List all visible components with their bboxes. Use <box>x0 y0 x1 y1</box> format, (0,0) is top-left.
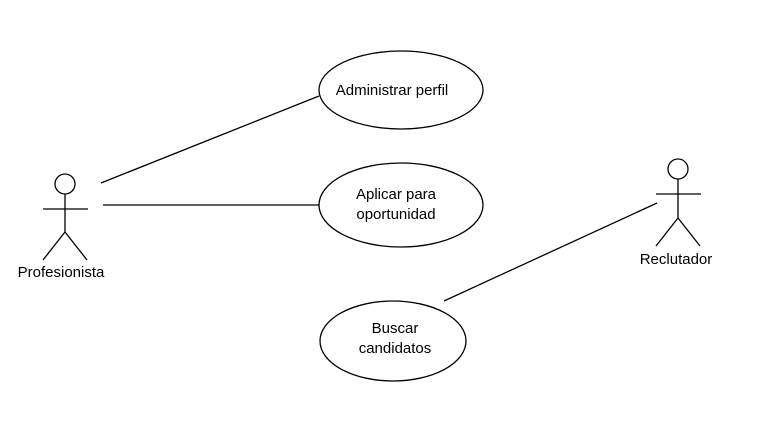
use-case-label-line-2: candidatos <box>359 340 432 357</box>
use-case-buscar-candidatos[interactable]: Buscar candidatos <box>319 300 467 382</box>
actor-label-profesionista: Profesionista <box>18 264 105 281</box>
use-case-aplicar-oportunidad[interactable]: Aplicar para oportunidad <box>318 162 484 248</box>
actor-right-leg <box>64 231 88 261</box>
actor-left-leg <box>42 231 66 261</box>
use-case-administrar-perfil[interactable]: Administrar perfil <box>318 50 484 130</box>
use-case-label: Administrar perfil <box>336 82 449 99</box>
use-case-ellipse <box>318 50 484 130</box>
actor-label-reclutador: Reclutador <box>640 251 713 268</box>
use-case-ellipse <box>319 300 467 382</box>
use-case-label-line-1: Aplicar para <box>356 186 437 203</box>
actor-head <box>54 173 76 195</box>
actor-head <box>667 158 689 180</box>
association-reclutador-buscar-candidatos <box>443 202 658 302</box>
actor-profesionista[interactable]: Profesionista <box>18 173 105 281</box>
association-profesionista-administrar-perfil <box>100 95 320 184</box>
actor-left-leg <box>655 217 679 247</box>
actor-reclutador[interactable]: Reclutador <box>640 158 713 268</box>
use-case-ellipse <box>318 162 484 248</box>
actor-right-leg <box>677 217 701 247</box>
use-case-label-line-2: oportunidad <box>356 206 435 223</box>
use-case-label-line-1: Buscar <box>372 320 419 337</box>
